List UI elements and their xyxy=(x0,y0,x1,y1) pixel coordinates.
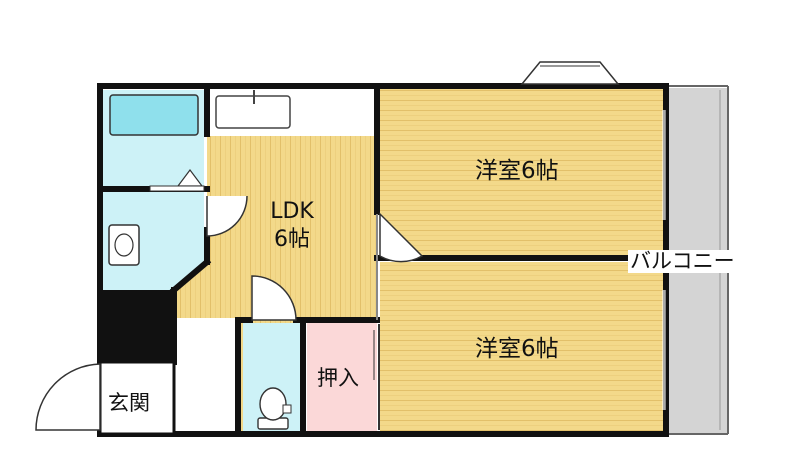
ldk-label-line2: 6帖 xyxy=(274,227,310,252)
western-room-bottom-floor xyxy=(380,262,664,432)
walls xyxy=(97,83,669,437)
balcony-label: バルコニー xyxy=(628,249,737,274)
western-room-bottom-label: 洋室6帖 xyxy=(475,336,559,362)
toilet-door xyxy=(251,275,297,321)
basin-bowl xyxy=(114,233,134,257)
shoe-storage xyxy=(103,290,172,362)
toilet-lever xyxy=(282,404,292,414)
room-top-door xyxy=(379,212,424,263)
entrance-door xyxy=(35,363,101,431)
ldk-label-line1: LDK xyxy=(270,199,314,224)
bathtub xyxy=(109,94,199,136)
closet-floor xyxy=(307,323,377,432)
western-room-top-label: 洋室6帖 xyxy=(475,158,559,184)
western-room-top-floor xyxy=(380,88,664,258)
partition-strip xyxy=(149,185,205,192)
bay-window xyxy=(520,61,620,85)
toilet-bowl xyxy=(259,387,287,421)
bathroom-door xyxy=(206,195,248,237)
doors xyxy=(35,195,424,431)
closet-label: 押入 xyxy=(317,366,359,390)
entrance-label: 玄関 xyxy=(108,391,150,415)
